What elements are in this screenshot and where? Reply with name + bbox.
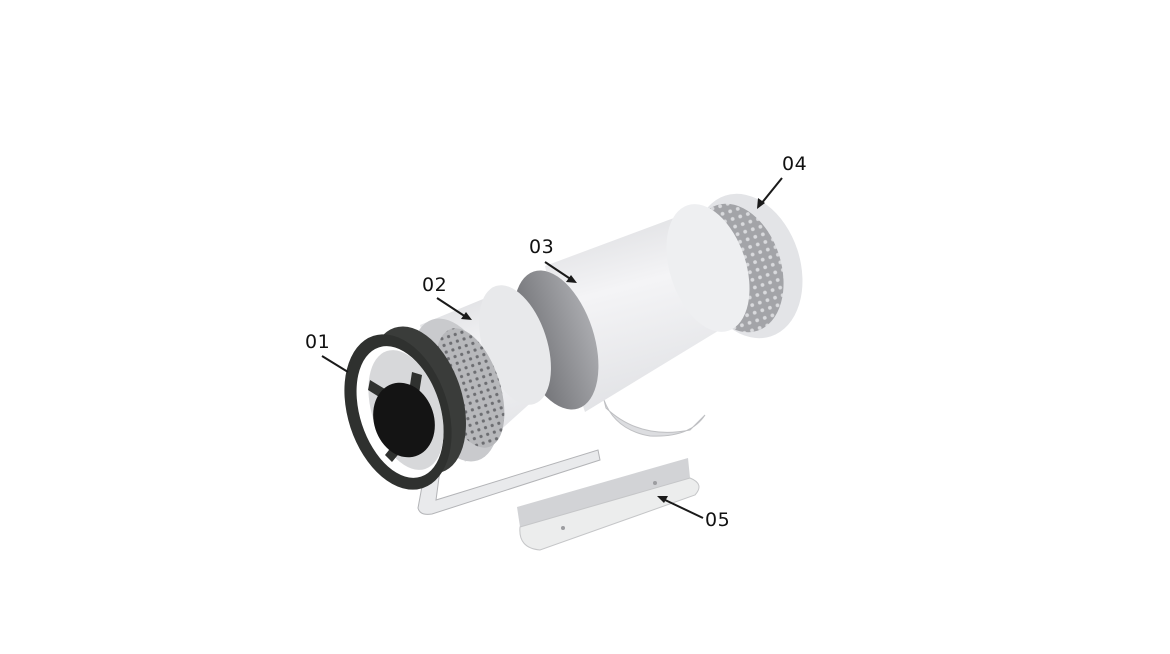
arrow-01 (321, 355, 349, 373)
part-05-bracket (517, 458, 700, 551)
callout-label-02: 02 (422, 274, 448, 296)
arrow-04 (760, 177, 783, 205)
part-05-saddle (603, 399, 706, 437)
callout-label-04: 04 (782, 153, 808, 175)
callout-label-01: 01 (305, 331, 331, 353)
part-03-main-body (513, 204, 750, 412)
arrow-02 (436, 297, 467, 318)
arrow-05 (662, 498, 704, 519)
callout-arrows (321, 177, 783, 519)
part-01-fan-ring (344, 326, 466, 490)
callout-label-03: 03 (529, 236, 555, 258)
callout-label-05: 05 (705, 509, 731, 531)
support-leg (417, 449, 601, 515)
arrow-03 (544, 261, 573, 281)
